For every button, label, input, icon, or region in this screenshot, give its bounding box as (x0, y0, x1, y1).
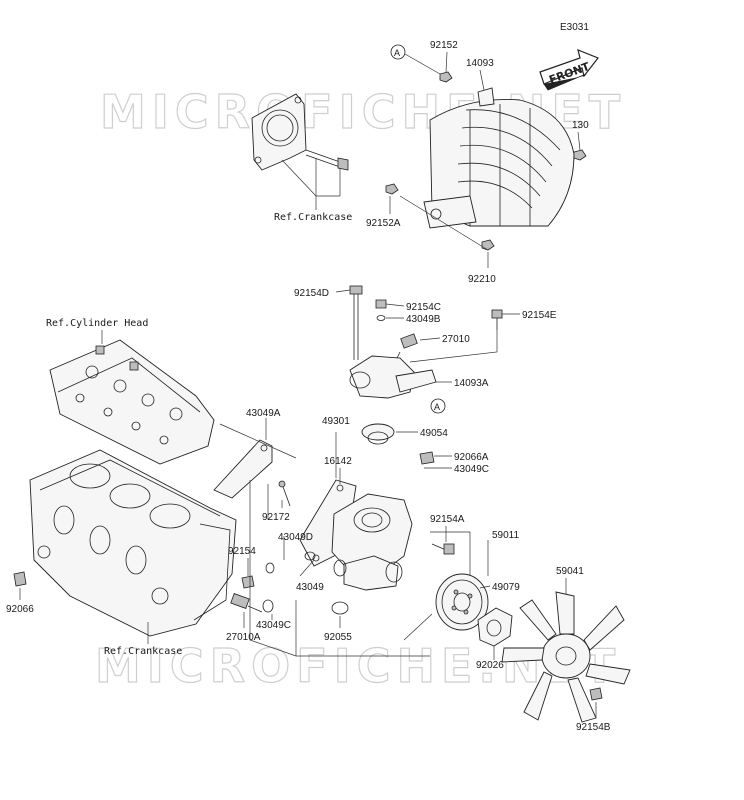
nut-92210 (481, 239, 495, 251)
label-ref-cylinder-head: Ref.Cylinder Head (46, 318, 148, 329)
label-ref-crankcase-bottom: Ref.Crankcase (104, 646, 182, 657)
sensor-27010a (230, 593, 263, 613)
fan-shroud (423, 87, 575, 229)
label-92026: 92026 (476, 660, 504, 671)
washer-43049c-bottom (262, 599, 274, 613)
gasket-43049a (213, 439, 273, 499)
bolt-92154c (375, 299, 387, 309)
o-ring-43049 (304, 551, 316, 561)
label-49054: 49054 (420, 428, 448, 439)
cylinder-head (49, 339, 215, 465)
bolt-92154e (491, 309, 503, 330)
diagram-code: E3031 (560, 22, 589, 33)
washer-43049d (265, 562, 275, 574)
nut-92152 (439, 71, 453, 83)
ref-a-circle-top (390, 44, 406, 60)
label-49301: 49301 (322, 416, 350, 427)
crankcase (29, 449, 237, 637)
plug-92066a (419, 451, 435, 465)
label-43049c-top: 43049C (454, 464, 489, 475)
label-59011: 59011 (492, 530, 520, 541)
thermostat-housing-14093a (349, 355, 437, 399)
front-arrow-icon: FRONT (539, 49, 599, 91)
label-43049b: 43049B (406, 314, 441, 325)
label-27010a: 27010A (226, 632, 261, 643)
label-14093: 14093 (466, 58, 494, 69)
label-92154a: 92154A (430, 514, 465, 525)
label-14093a: 14093A (454, 378, 489, 389)
label-130: 130 (572, 120, 589, 131)
label-92154e: 92154E (522, 310, 557, 321)
spacer-92026 (477, 607, 513, 647)
pin-92172 (278, 480, 291, 507)
o-ring-92055 (331, 601, 349, 615)
label-92152a: 92152A (366, 218, 401, 229)
label-92066: 92066 (6, 604, 34, 615)
sensor-27010 (395, 333, 418, 361)
ref-a-top-label: A (394, 48, 400, 58)
water-pump-body (331, 493, 413, 591)
ref-a-circle-mid (430, 398, 446, 414)
washer-43049b (376, 315, 386, 321)
label-43049a: 43049A (246, 408, 281, 419)
stud-bolt-top (305, 149, 349, 171)
label-ref-crankcase-top: Ref.Crankcase (274, 212, 352, 223)
thermostat-49054 (361, 423, 395, 445)
bolt-92154d (349, 285, 363, 360)
bolt-92154b (589, 687, 603, 701)
label-92172: 92172 (262, 512, 290, 523)
label-43049d: 43049D (278, 532, 313, 543)
bolt-92154a (431, 543, 455, 555)
label-27010: 27010 (442, 334, 470, 345)
bolt-130 (573, 149, 587, 161)
label-43049c-bottom: 43049C (256, 620, 291, 631)
plug-92066 (13, 571, 27, 587)
label-92210: 92210 (468, 274, 496, 285)
label-92154d: 92154D (294, 288, 329, 299)
pulley-49079 (435, 573, 489, 631)
label-92066a: 92066A (454, 452, 489, 463)
label-92152: 92152 (430, 40, 458, 51)
label-92154b: 92154B (576, 722, 611, 733)
label-59041: 59041 (556, 566, 584, 577)
nut-92152a (385, 183, 399, 195)
cooling-fan-59041 (501, 591, 631, 723)
label-92154c: 92154C (406, 302, 441, 313)
bolt-92154 (241, 575, 255, 589)
gasket-plate-top (251, 93, 307, 171)
label-92055: 92055 (324, 632, 352, 643)
ref-a-mid-label: A (434, 402, 440, 412)
label-49079: 49079 (492, 582, 520, 593)
label-43049: 43049 (296, 582, 324, 593)
label-16142: 16142 (324, 456, 352, 467)
label-92154: 92154 (228, 546, 256, 557)
